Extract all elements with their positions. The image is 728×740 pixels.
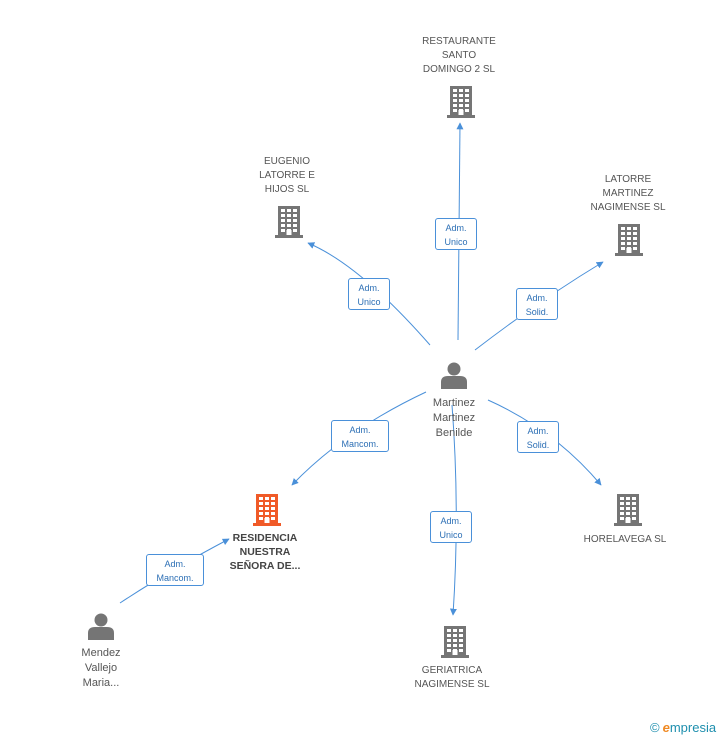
- label-line: Unico: [357, 297, 381, 307]
- label-line: Martinez: [432, 397, 476, 409]
- label-line: Adm.: [358, 283, 380, 293]
- building-icon-geriatrica[interactable]: [441, 626, 469, 658]
- label-line: RESIDENCIA: [232, 532, 298, 544]
- label-line: Adm.: [526, 293, 548, 303]
- building-icon-horelavega[interactable]: [614, 494, 642, 526]
- label-line: Vallejo: [84, 662, 118, 674]
- label-line: Mendez: [81, 647, 121, 659]
- label-line: EUGENIO: [263, 156, 311, 167]
- label-line: Solid.: [525, 307, 549, 317]
- icons-layer: [88, 86, 643, 658]
- label-line: LATORRE E: [259, 170, 315, 181]
- label-line: HIJOS SL: [264, 184, 310, 195]
- label-line: Adm.: [445, 223, 467, 233]
- label-line: Unico: [439, 530, 463, 540]
- label-line: NAGIMENSE SL: [590, 202, 666, 213]
- building-icon-restaurante[interactable]: [447, 86, 475, 118]
- edge-line-e6: [449, 404, 457, 616]
- building-icon-residencia[interactable]: [253, 494, 281, 526]
- label-line: SEÑORA DE...: [229, 560, 301, 572]
- label-line: RESTAURANTE: [422, 36, 496, 47]
- edge-label-e5[interactable]: Adm. Solid.: [517, 421, 559, 453]
- label-line: Martinez: [432, 412, 476, 424]
- edge-label-e2[interactable]: Adm. Unico: [348, 278, 390, 310]
- company-label-latorre[interactable]: LATORRE MARTINEZ NAGIMENSE SL: [563, 173, 693, 215]
- brand-initial: e: [662, 720, 670, 735]
- label-line: Mancom.: [341, 439, 379, 449]
- building-icon-latorre[interactable]: [615, 224, 643, 256]
- label-line: Adm.: [164, 559, 186, 569]
- label-line: Unico: [444, 237, 468, 247]
- label-line: MARTINEZ: [602, 188, 654, 199]
- label-line: Maria...: [82, 677, 120, 689]
- label-line: Solid.: [526, 440, 550, 450]
- label-line: GERIATRICA: [421, 665, 483, 676]
- company-label-horelavega[interactable]: HORELAVEGA SL: [560, 533, 690, 547]
- label-line: NAGIMENSE SL: [414, 679, 490, 690]
- company-label-restaurante[interactable]: RESTAURANTE SANTO DOMINGO 2 SL: [394, 35, 524, 77]
- label-line: SANTO: [441, 50, 477, 61]
- label-line: DOMINGO 2 SL: [422, 64, 496, 75]
- edge-label-e1[interactable]: Adm. Unico: [435, 218, 477, 250]
- brand-footer[interactable]: ©empresia: [650, 720, 716, 735]
- edge-label-e6[interactable]: Adm. Unico: [430, 511, 472, 543]
- label-line: HORELAVEGA SL: [583, 534, 667, 545]
- label-line: LATORRE: [604, 174, 652, 185]
- company-label-geriatrica[interactable]: GERIATRICA NAGIMENSE SL: [387, 664, 517, 692]
- label-line: NUESTRA: [239, 546, 291, 558]
- copyright-symbol: ©: [650, 720, 660, 735]
- edge-label-e7[interactable]: Adm. Mancom.: [146, 554, 204, 586]
- company-label-residencia[interactable]: RESIDENCIA NUESTRA SEÑORA DE...: [200, 531, 330, 573]
- label-line: Adm.: [527, 426, 549, 436]
- edge-label-e3[interactable]: Adm. Solid.: [516, 288, 558, 320]
- person-icon-center[interactable]: [441, 362, 467, 390]
- company-label-eugenio[interactable]: EUGENIO LATORRE E HIJOS SL: [222, 155, 352, 197]
- person-icon-other[interactable]: [88, 613, 114, 641]
- label-line: Mancom.: [156, 573, 194, 583]
- label-line: Adm.: [349, 425, 371, 435]
- brand-name: mpresia: [669, 720, 717, 735]
- building-icon-eugenio[interactable]: [275, 206, 303, 238]
- edge-label-e4[interactable]: Adm. Mancom.: [331, 420, 389, 452]
- label-line: Adm.: [440, 516, 462, 526]
- edges-layer: [119, 122, 604, 616]
- label-line: Benilde: [435, 427, 473, 439]
